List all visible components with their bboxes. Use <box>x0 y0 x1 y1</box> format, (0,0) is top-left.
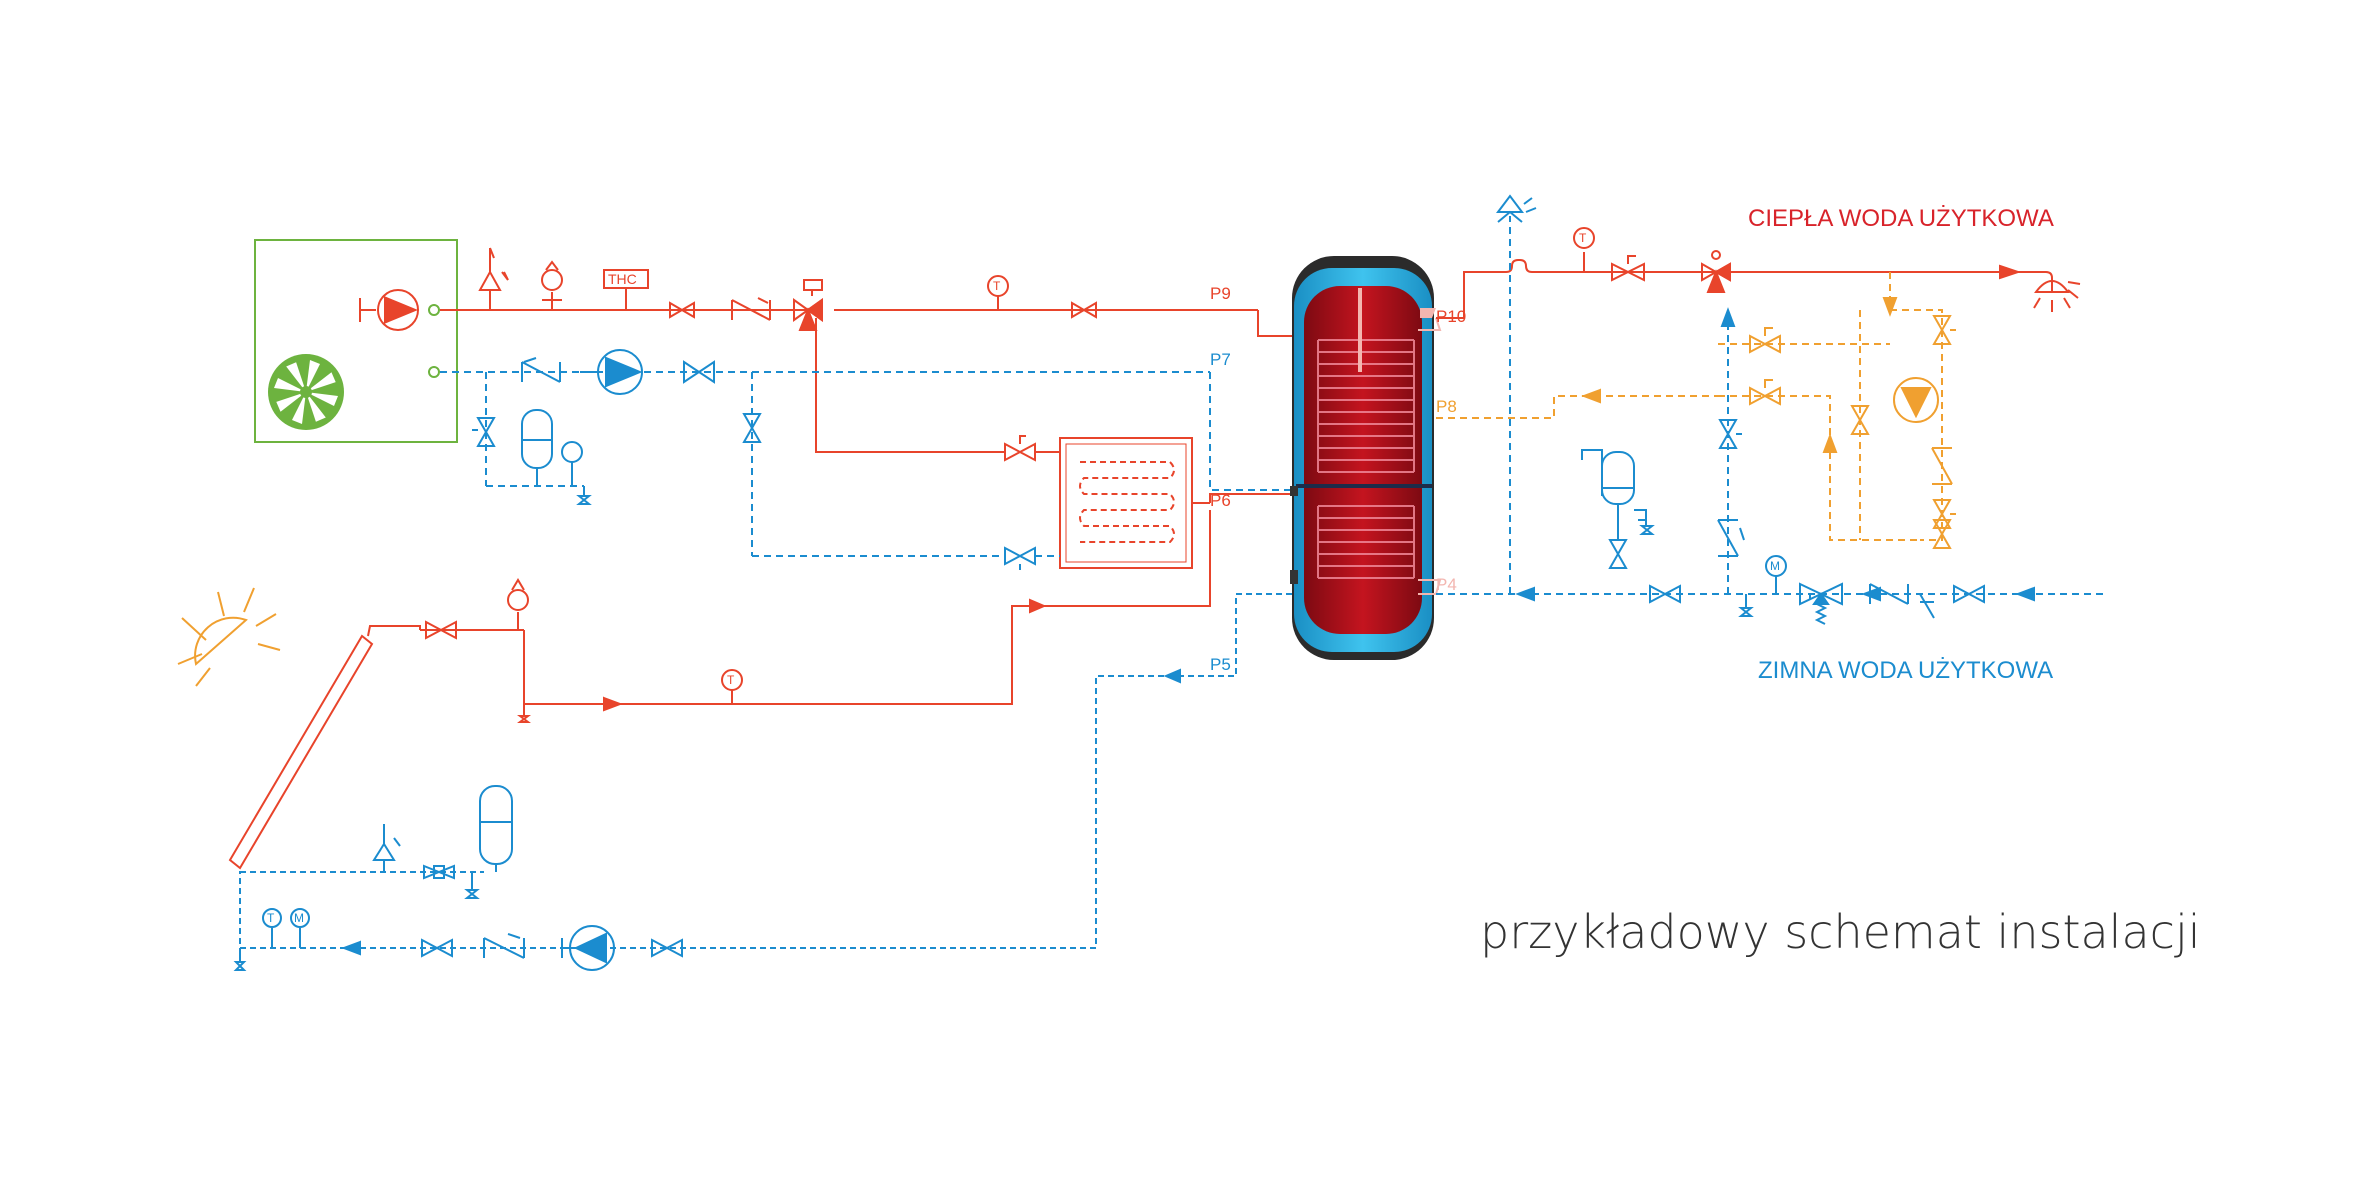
port-p9: P9 <box>1210 284 1231 303</box>
storage-tank-icon <box>1290 256 1442 660</box>
shower-icon <box>2018 271 2081 312</box>
connection-dot <box>428 366 440 378</box>
gauge-t-label: T <box>267 911 275 925</box>
hot-water-label: CIEPŁA WODA UŻYTKOWA <box>1748 205 2054 232</box>
heat-pump-unit <box>254 239 458 443</box>
port-p6: P6 <box>1210 491 1231 510</box>
connection-dot <box>428 304 440 316</box>
fan-icon <box>268 354 344 430</box>
sun-icon <box>177 587 281 687</box>
thermometer-label: T <box>727 673 735 687</box>
pump-icon <box>359 289 419 331</box>
thc-box <box>603 269 649 310</box>
thermometer-label: T <box>993 279 1001 293</box>
cold-water-label: ZIMNA WODA UŻYTKOWA <box>1758 657 2053 684</box>
three-way-valve-icon <box>793 279 823 331</box>
solar-supply-line <box>420 510 1211 723</box>
dhw-hot-line <box>1436 227 2081 319</box>
air-vent-icon <box>541 260 563 310</box>
solar-return-line <box>233 593 1302 971</box>
port-p7: P7 <box>1210 350 1231 369</box>
dhw-circulation-line <box>1436 272 1943 541</box>
solar-collector-icon <box>228 625 421 870</box>
gauge-m-label: M <box>294 911 304 925</box>
port-p4: P4 <box>1436 575 1457 594</box>
thermometer-label: T <box>1579 231 1587 245</box>
heat-pump-supply-line <box>440 247 1302 462</box>
safety-valve-icon <box>478 247 509 310</box>
manometer-icon <box>561 441 583 486</box>
dhw-cold-line <box>1436 194 2108 625</box>
check-valve-icon <box>521 357 561 383</box>
floor-heating-icon <box>1059 437 1193 569</box>
pump-icon <box>580 349 643 395</box>
valve-icon <box>1004 435 1036 462</box>
port-p8: P8 <box>1436 397 1457 416</box>
heat-pump-return-line <box>440 371 1302 557</box>
manometer-label: M <box>1770 559 1780 573</box>
port-p5: P5 <box>1210 655 1231 674</box>
thc-label: THC <box>608 271 637 287</box>
expansion-vessel-icon <box>521 409 553 486</box>
check-valve-icon <box>731 297 771 321</box>
diagram-caption: przykładowy schemat instalacji <box>1480 905 2201 959</box>
thermometer-icon <box>987 275 1009 310</box>
port-p10: P10 <box>1436 307 1466 326</box>
